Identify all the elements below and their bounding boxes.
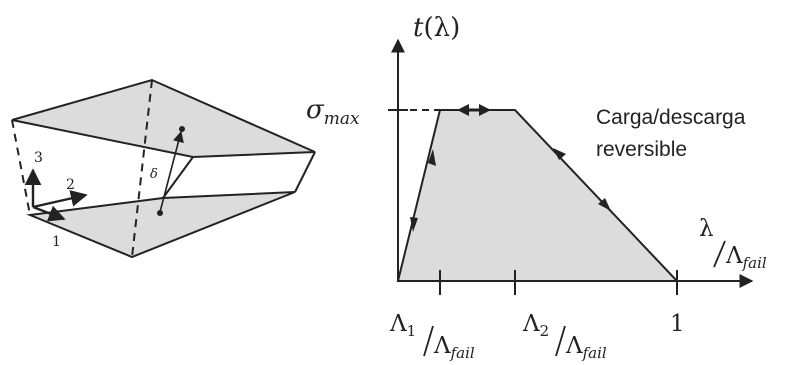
separation-label: δ xyxy=(150,167,158,182)
tick-lambda2-slash xyxy=(555,325,566,357)
tick-lambda1-slash xyxy=(423,325,434,357)
axis-2-arrow xyxy=(32,190,88,209)
edge-back xyxy=(131,79,153,258)
tick-label-one: 1 xyxy=(670,311,685,337)
edge-front xyxy=(162,156,194,199)
y-axis-label: t(λ) xyxy=(413,13,460,43)
x-axis-label-slash xyxy=(713,240,726,268)
edge-right xyxy=(294,151,316,193)
softening-arrow-up xyxy=(553,148,566,160)
traction-separation-curve xyxy=(396,109,680,282)
cohesive-element-diagram xyxy=(11,78,316,259)
axis-1-label: 1 xyxy=(52,234,61,250)
tick-label-lambda1: Λ1 Λfail xyxy=(389,311,475,362)
tick-label-lambda2: Λ2 Λfail xyxy=(522,311,607,362)
x-axis-label-numerator: λ xyxy=(699,216,714,242)
tick-lambda1-denominator: Λfail xyxy=(433,333,475,362)
tick-lambda2-denominator: Λfail xyxy=(565,333,607,362)
softening-arrow-down xyxy=(598,198,611,211)
x-axis-label-denominator: Λfail xyxy=(725,243,767,272)
tick-lambda1-numerator: Λ1 xyxy=(389,311,416,340)
x-axis-label: λ Λfail xyxy=(699,216,767,272)
tick-lambda2-numerator: Λ2 xyxy=(522,311,549,340)
separation-point-top xyxy=(179,126,185,132)
unload-arrow-down xyxy=(410,217,418,232)
sigma-max-label: σmax xyxy=(306,95,360,129)
reversible-text-line2: reversible xyxy=(596,138,687,161)
axis-3-label: 3 xyxy=(34,150,43,166)
load-arrow-up xyxy=(428,149,436,166)
element-top-face xyxy=(11,78,316,159)
axis-2-label: 2 xyxy=(66,177,75,193)
edge-front-left xyxy=(11,119,31,216)
axis-1-arrow xyxy=(32,205,66,222)
separation-vector xyxy=(159,130,184,213)
reversible-text-line1: Carga/descarga xyxy=(596,106,746,129)
separation-point-bottom xyxy=(157,210,163,216)
traction-separation-chart xyxy=(388,38,754,295)
